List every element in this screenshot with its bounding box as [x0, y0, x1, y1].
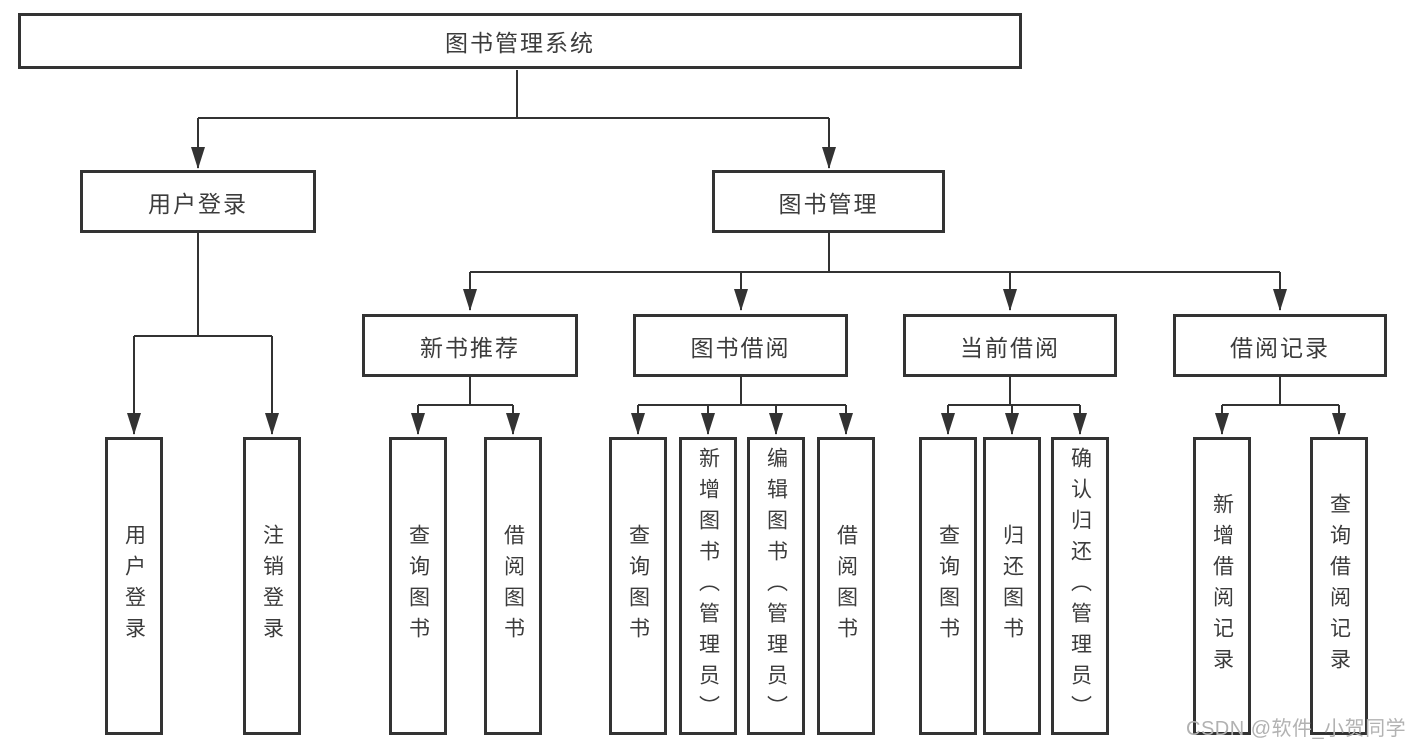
connector-user-login-children — [127, 233, 279, 435]
leaf-user-login-label: 用户登录 — [122, 524, 146, 648]
leaf-confirm-return-admin: 确认归还（管理员） — [1051, 437, 1109, 735]
leaf-query-books-current-label: 查询图书 — [936, 524, 960, 648]
connector-current-borrow-children — [941, 377, 1087, 435]
leaf-return-book-label: 归还图书 — [1000, 524, 1024, 648]
leaf-query-borrow-record: 查询借阅记录 — [1310, 437, 1368, 735]
leaf-edit-book-admin: 编辑图书（管理员） — [747, 437, 805, 735]
csdn-watermark: CSDN @软件_小贺同学 — [1186, 718, 1405, 740]
connector-root-to-level2 — [191, 70, 836, 169]
node-library-management-system: 图书管理系统 — [18, 13, 1022, 69]
leaf-add-book-admin-label: 新增图书（管理员） — [696, 446, 720, 726]
leaf-logout-label: 注销登录 — [260, 524, 284, 648]
node-new-book-recommend: 新书推荐 — [362, 314, 578, 377]
connector-new-book-children — [411, 377, 520, 435]
leaf-add-book-admin: 新增图书（管理员） — [679, 437, 737, 735]
leaf-query-books-current: 查询图书 — [919, 437, 977, 735]
node-user-login: 用户登录 — [80, 170, 316, 233]
connector-book-borrow-children — [631, 377, 853, 435]
leaf-query-books-borrow: 查询图书 — [609, 437, 667, 735]
leaf-return-book: 归还图书 — [983, 437, 1041, 735]
leaf-query-books-borrow-label: 查询图书 — [626, 524, 650, 648]
leaf-add-borrow-record: 新增借阅记录 — [1193, 437, 1251, 735]
leaf-query-books-recommend-label: 查询图书 — [406, 524, 430, 648]
leaf-confirm-return-admin-label: 确认归还（管理员） — [1068, 446, 1092, 726]
node-current-borrow: 当前借阅 — [903, 314, 1117, 377]
leaf-borrow-books-recommend: 借阅图书 — [484, 437, 542, 735]
connector-borrow-records-children — [1215, 377, 1346, 435]
connector-book-management-children — [463, 233, 1287, 311]
leaf-query-borrow-record-label: 查询借阅记录 — [1327, 493, 1351, 679]
leaf-borrow-books: 借阅图书 — [817, 437, 875, 735]
leaf-user-login: 用户登录 — [105, 437, 163, 735]
leaf-query-books-recommend: 查询图书 — [389, 437, 447, 735]
leaf-logout: 注销登录 — [243, 437, 301, 735]
node-borrow-records: 借阅记录 — [1173, 314, 1387, 377]
leaf-borrow-books-recommend-label: 借阅图书 — [501, 524, 525, 648]
leaf-borrow-books-label: 借阅图书 — [834, 524, 858, 648]
node-book-management: 图书管理 — [712, 170, 945, 233]
node-book-borrow: 图书借阅 — [633, 314, 848, 377]
leaf-edit-book-admin-label: 编辑图书（管理员） — [764, 446, 788, 726]
leaf-add-borrow-record-label: 新增借阅记录 — [1210, 493, 1234, 679]
